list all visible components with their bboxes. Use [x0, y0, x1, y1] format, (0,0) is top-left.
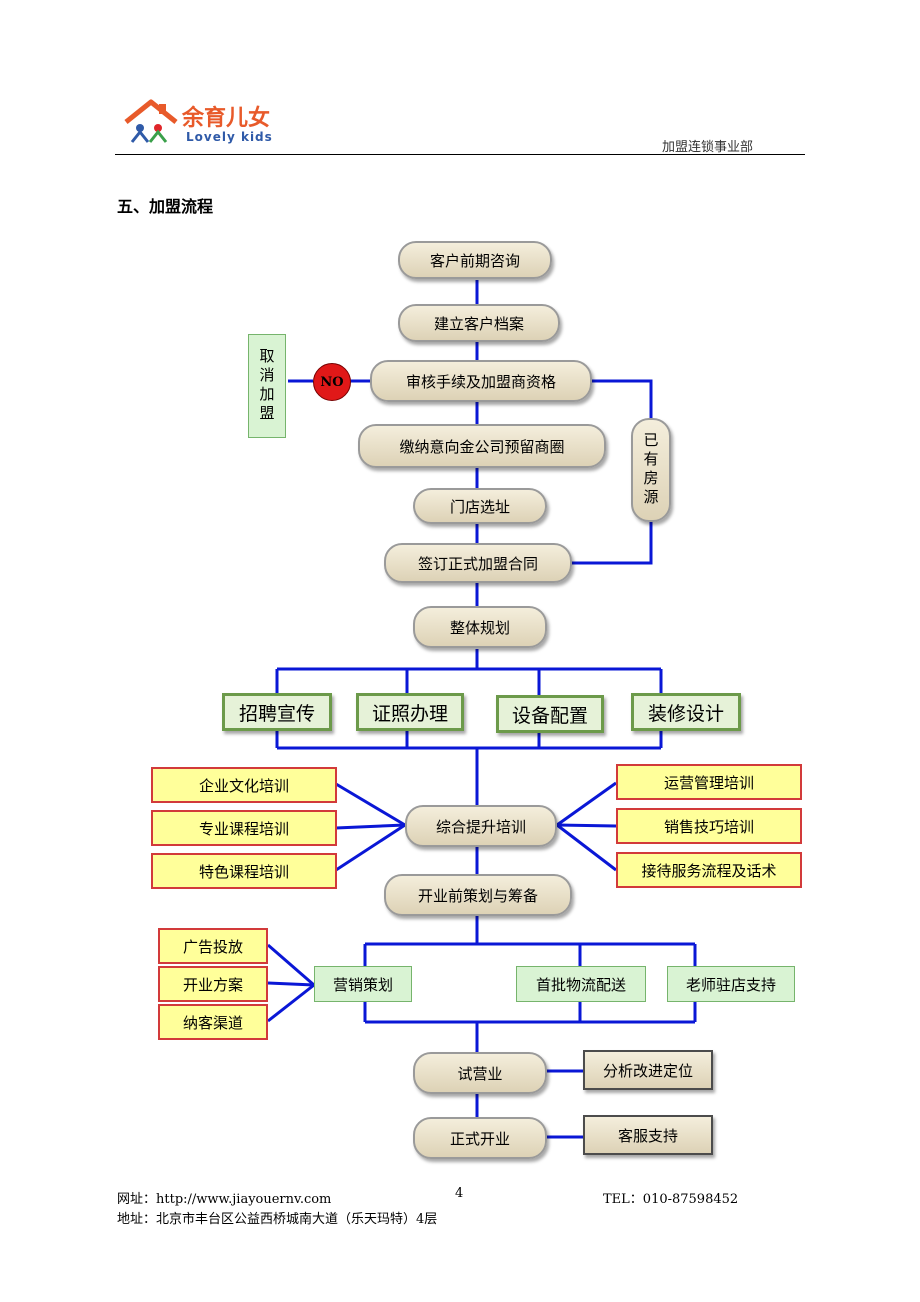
training-feature-course: 特色课程培训: [151, 853, 337, 889]
step-contract: 签订正式加盟合同: [384, 543, 572, 583]
footer-website: 网址：http://www.jiayouernv.com: [117, 1192, 332, 1207]
task-equipment: 设备配置: [496, 695, 604, 733]
task-recruitment: 招聘宣传: [222, 693, 332, 731]
task-licenses: 证照办理: [356, 693, 464, 731]
step-trial-operation: 试营业: [413, 1052, 547, 1094]
no-decision: NO: [313, 363, 351, 401]
training-sales-skills: 销售技巧培训: [616, 808, 802, 844]
section-title: 五、加盟流程: [117, 197, 214, 216]
step-site-selection: 门店选址: [413, 488, 547, 524]
step-official-opening: 正式开业: [413, 1117, 547, 1159]
training-corporate-culture: 企业文化培训: [151, 767, 337, 803]
marketing-customer-channels: 纳客渠道: [158, 1004, 268, 1040]
training-professional-course: 专业课程培训: [151, 810, 337, 846]
logo: 余育儿女 Lovely kids: [120, 96, 280, 152]
department-label: 加盟连锁事业部: [662, 140, 754, 155]
step-preopening: 开业前策划与筹备: [384, 874, 572, 916]
teacher-support-box: 老师驻店支持: [667, 966, 795, 1002]
step-deposit: 缴纳意向金公司预留商圈: [358, 424, 606, 468]
step-planning: 整体规划: [413, 606, 547, 648]
has-property-box: 已有房源: [631, 418, 671, 522]
logo-chinese-text: 余育儿女: [182, 106, 271, 131]
marketing-advertising: 广告投放: [158, 928, 268, 964]
training-reception: 接待服务流程及话术: [616, 852, 802, 888]
step-review: 审核手续及加盟商资格: [370, 360, 592, 402]
step-archive: 建立客户档案: [398, 304, 560, 342]
analysis-box: 分析改进定位: [583, 1050, 713, 1090]
logo-english-text: Lovely kids: [186, 130, 273, 144]
page-number: 4: [455, 1186, 464, 1201]
footer-address: 地址：北京市丰台区公益西桥城南大道（乐天玛特）4层: [117, 1212, 438, 1227]
training-operations: 运营管理培训: [616, 764, 802, 800]
logo-house-icon: [124, 99, 178, 143]
marketing-opening-plan: 开业方案: [158, 966, 268, 1002]
step-consult: 客户前期咨询: [398, 241, 552, 279]
step-training: 综合提升培训: [405, 805, 557, 847]
task-decoration: 装修设计: [631, 693, 741, 731]
first-logistics-box: 首批物流配送: [516, 966, 646, 1002]
customer-service-box: 客服支持: [583, 1115, 713, 1155]
cancel-join-box: 取消加盟: [248, 334, 286, 438]
footer-tel: TEL：010-87598452: [603, 1192, 739, 1207]
marketing-planning-box: 营销策划: [314, 966, 412, 1002]
header-rule: [115, 154, 805, 155]
